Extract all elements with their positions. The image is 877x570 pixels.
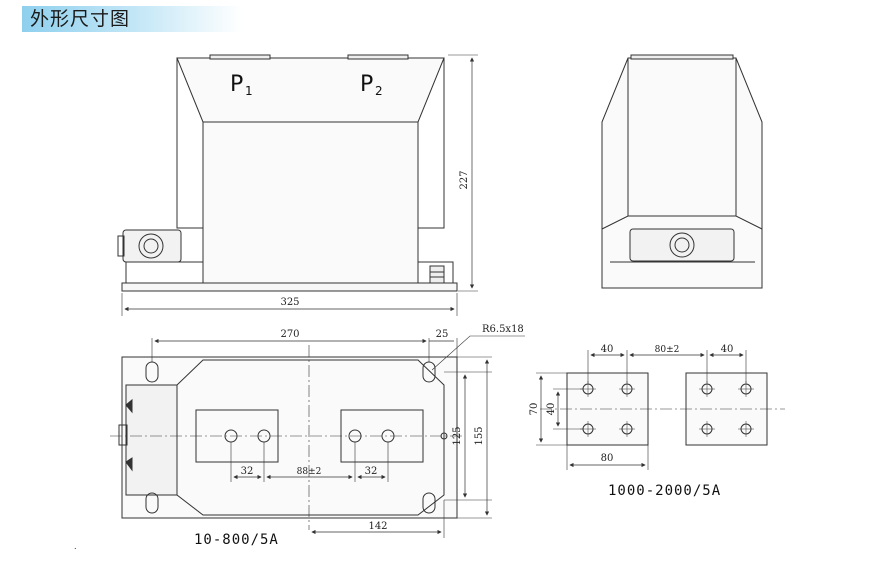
dim-label-40-right: 40	[721, 344, 734, 355]
dim-label-227: 227	[459, 170, 470, 189]
label-p2-sub: 2	[375, 84, 383, 98]
dim-label-80pm2: 80±2	[655, 345, 680, 355]
label-p1-sub: 1	[245, 84, 253, 98]
label-p1: P	[230, 72, 243, 97]
front-terminal-1	[209, 54, 271, 60]
dim-label-70: 70	[529, 403, 540, 416]
dim-label-125: 125	[452, 426, 463, 445]
front-base-plate	[121, 282, 458, 292]
dim-label-88: 88±2	[297, 467, 322, 477]
caption-1000-2000: 1000-2000/5A	[608, 483, 721, 499]
dim-label-155: 155	[474, 426, 485, 445]
front-secondary-ring-inner	[143, 238, 159, 254]
dim-label-40-v: 40	[546, 403, 557, 416]
front-body	[176, 57, 445, 284]
dim-label-32-right: 32	[365, 466, 378, 477]
mount-slot-br	[422, 492, 436, 514]
top-radius-leader	[431, 335, 525, 371]
dim-label-270: 270	[280, 329, 299, 340]
caption-10-800: 10-800/5A	[194, 532, 279, 548]
top-view	[110, 335, 525, 538]
front-body-left-edge	[176, 58, 203, 229]
side-secondary-ring	[669, 232, 695, 258]
side-secondary-box	[629, 228, 735, 262]
dim-label-80: 80	[601, 453, 614, 464]
front-ground-bolt	[429, 265, 445, 284]
front-secondary-box	[122, 229, 182, 263]
front-terminal-2	[347, 54, 409, 60]
front-secondary-tab	[117, 235, 125, 257]
page-title: 外形尺寸图	[30, 8, 131, 30]
front-view	[117, 54, 478, 316]
dim-label-25: 25	[436, 329, 449, 340]
dim-label-325: 325	[280, 297, 299, 308]
front-secondary-ring	[138, 233, 164, 259]
dim-label-32-left: 32	[241, 466, 254, 477]
dim-label-radius: R6.5x18	[482, 324, 524, 335]
dim-label-40-left: 40	[601, 344, 614, 355]
top-body-outline	[176, 359, 445, 516]
title-bar-background	[22, 6, 242, 32]
side-shoulder	[601, 215, 763, 230]
front-body-right-edge	[418, 58, 445, 229]
label-p2: P	[360, 72, 373, 97]
top-secondary-box	[125, 384, 178, 496]
stray-mark: .	[74, 542, 77, 551]
dim-label-142: 142	[368, 521, 387, 532]
side-view	[601, 54, 763, 289]
detail-crosshairs	[580, 381, 754, 437]
detail-view	[536, 350, 785, 470]
mount-slot-bl	[145, 492, 159, 514]
